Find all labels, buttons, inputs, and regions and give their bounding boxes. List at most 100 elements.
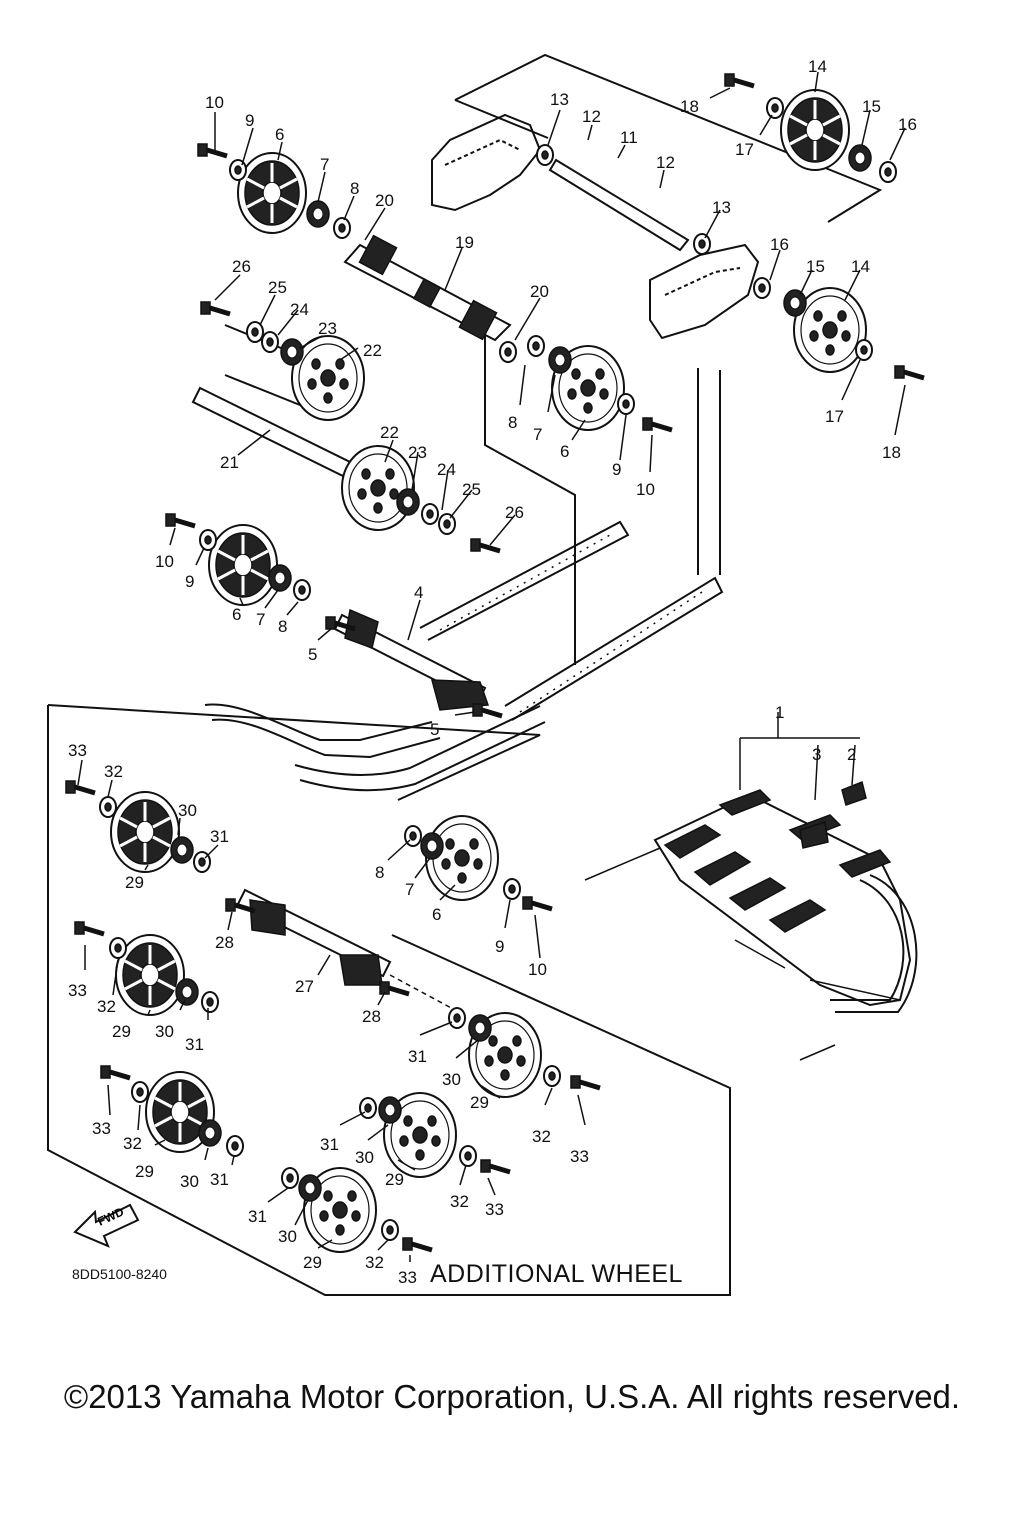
callout-17: 17 <box>825 407 844 426</box>
callout-33: 33 <box>92 1119 111 1138</box>
callout-31: 31 <box>248 1207 267 1226</box>
wheel-6-left <box>207 523 279 607</box>
callout-8: 8 <box>508 413 517 432</box>
callout-6: 6 <box>232 605 241 624</box>
callout-6: 6 <box>275 125 284 144</box>
callout-22: 22 <box>363 341 382 360</box>
callout-28: 28 <box>362 1007 381 1026</box>
callout-31: 31 <box>210 827 229 846</box>
callout-7: 7 <box>256 610 265 629</box>
callout-26: 26 <box>232 257 251 276</box>
callout-25: 25 <box>268 278 287 297</box>
copyright-notice: ©2013 Yamaha Motor Corporation, U.S.A. A… <box>63 1378 961 1415</box>
callout-2: 2 <box>847 745 856 764</box>
callout-22: 22 <box>380 423 399 442</box>
callout-5: 5 <box>308 645 317 664</box>
callout-19: 19 <box>455 233 474 252</box>
callout-30: 30 <box>355 1148 374 1167</box>
track-assembly <box>584 780 918 1061</box>
callout-17: 17 <box>735 140 754 159</box>
callout-20: 20 <box>530 282 549 301</box>
callout-10: 10 <box>155 552 174 571</box>
shaft-27 <box>236 888 456 1011</box>
shaft-4 <box>333 608 490 711</box>
callout-9: 9 <box>245 111 254 130</box>
callout-33: 33 <box>68 981 87 1000</box>
diagram-code: 8DD5100-8240 <box>72 1266 167 1282</box>
callout-4: 4 <box>414 583 423 602</box>
callout-30: 30 <box>155 1022 174 1041</box>
wheel-6-top-left <box>236 151 308 235</box>
callout-10: 10 <box>205 93 224 112</box>
callout-10: 10 <box>528 960 547 979</box>
side-bracket-right <box>649 243 760 340</box>
callout-26: 26 <box>505 503 524 522</box>
callout-29: 29 <box>470 1093 489 1112</box>
callout-31: 31 <box>185 1035 204 1054</box>
callout-29: 29 <box>303 1253 322 1272</box>
shaft-11 <box>548 158 690 252</box>
callout-29: 29 <box>125 873 144 892</box>
callout-7: 7 <box>405 880 414 899</box>
callout-3: 3 <box>812 745 821 764</box>
callout-30: 30 <box>442 1070 461 1089</box>
callout-32: 32 <box>450 1192 469 1211</box>
callout-8: 8 <box>375 863 384 882</box>
callout-30: 30 <box>278 1227 297 1246</box>
section-label: ADDITIONAL WHEEL <box>430 1260 683 1288</box>
callout-32: 32 <box>104 762 123 781</box>
callout-12: 12 <box>656 153 675 172</box>
callout-28: 28 <box>215 933 234 952</box>
callout-6: 6 <box>560 442 569 461</box>
callout-29: 29 <box>135 1162 154 1181</box>
callout-5: 5 <box>430 720 439 739</box>
callout-23: 23 <box>408 443 427 462</box>
callout-8: 8 <box>278 617 287 636</box>
callout-6: 6 <box>432 905 441 924</box>
callout-7: 7 <box>533 425 542 444</box>
wheel-14-top <box>779 88 851 172</box>
fwd-arrow-icon: FWD <box>73 1203 140 1248</box>
callout-33: 33 <box>570 1147 589 1166</box>
callout-33: 33 <box>398 1268 417 1287</box>
callout-16: 16 <box>770 235 789 254</box>
wheel-22-lower <box>341 445 415 531</box>
callout-29: 29 <box>385 1170 404 1189</box>
callout-9: 9 <box>495 937 504 956</box>
callout-13: 13 <box>550 90 569 109</box>
leader-lines <box>77 71 906 1262</box>
callout-14: 14 <box>851 257 870 276</box>
callout-30: 30 <box>180 1172 199 1191</box>
callout-12: 12 <box>582 107 601 126</box>
callout-21: 21 <box>220 453 239 472</box>
side-bracket-left <box>431 113 542 212</box>
additional-wheel-box <box>47 704 731 1296</box>
callout-32: 32 <box>123 1134 142 1153</box>
callout-9: 9 <box>185 572 194 591</box>
callout-9: 9 <box>612 460 621 479</box>
callout-31: 31 <box>210 1170 229 1189</box>
callout-18: 18 <box>680 97 699 116</box>
callout-24: 24 <box>290 300 309 319</box>
callout-8: 8 <box>350 179 359 198</box>
fwd-label: FWD <box>95 1204 126 1228</box>
callout-13: 13 <box>712 198 731 217</box>
callout-31: 31 <box>320 1135 339 1154</box>
callout-31: 31 <box>408 1047 427 1066</box>
callout-15: 15 <box>806 257 825 276</box>
callout-24: 24 <box>437 460 456 479</box>
callout-11: 11 <box>620 128 638 147</box>
slide-rails <box>204 520 724 792</box>
callout-32: 32 <box>532 1127 551 1146</box>
callout-15: 15 <box>862 97 881 116</box>
wheel-29-a <box>109 790 181 874</box>
callout-10: 10 <box>636 480 655 499</box>
callout-18: 18 <box>882 443 901 462</box>
callout-14: 14 <box>808 57 827 76</box>
callout-labels: 10 9 6 7 8 20 13 12 11 12 13 18 14 15 16… <box>68 57 917 1287</box>
callout-32: 32 <box>365 1253 384 1272</box>
callout-29: 29 <box>112 1022 131 1041</box>
callout-25: 25 <box>462 480 481 499</box>
callout-30: 30 <box>178 801 197 820</box>
callout-16: 16 <box>898 115 917 134</box>
